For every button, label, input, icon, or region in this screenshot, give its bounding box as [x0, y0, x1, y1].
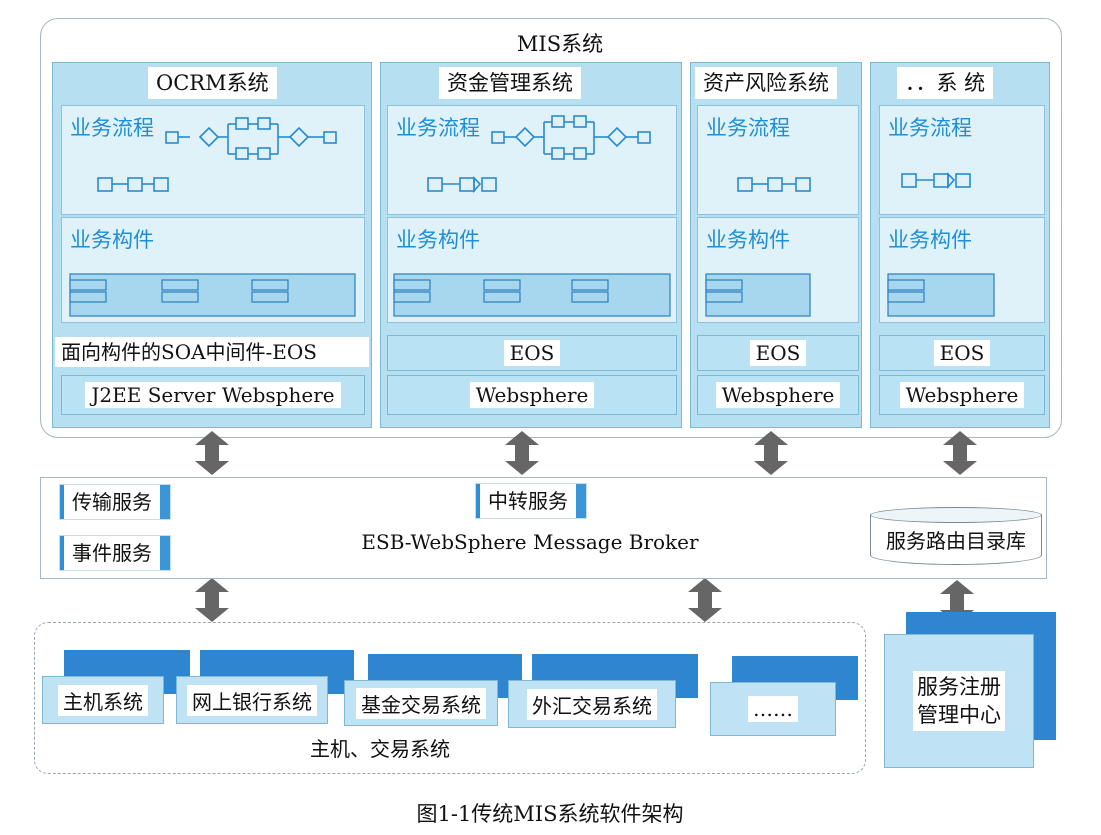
ocrm-component-label: 业务构件: [70, 228, 154, 252]
fund-flow-panel: 业务流程: [387, 105, 677, 215]
other-server-bar: Websphere: [879, 375, 1045, 415]
arrow-other-esb: [943, 431, 977, 475]
host-system-forex-trade: 外汇交易系统: [508, 654, 700, 728]
host-system-label: ……: [748, 696, 798, 722]
asset-flow-panel: 业务流程: [697, 105, 859, 215]
routing-library: 服务路由目录库: [870, 507, 1042, 565]
asset-risk-title: 资产风险系统: [695, 67, 837, 99]
asset-server: Websphere: [715, 382, 841, 408]
fund-component-label: 业务构件: [396, 228, 480, 252]
routing-library-label: 服务路由目录库: [886, 528, 1026, 553]
event-service: 事件服务: [60, 536, 170, 570]
ocrm-title: OCRM系统: [148, 67, 277, 99]
host-system-fund-trade: 基金交易系统: [344, 654, 524, 726]
asset-risk-column: 资产风险系统 业务流程 业务构件 EOS Websphere: [690, 62, 862, 428]
other-middleware-bar: EOS: [879, 335, 1045, 371]
other-flow-label: 业务流程: [888, 116, 972, 140]
fund-server-bar: Websphere: [387, 375, 677, 415]
arrow-asset-esb: [754, 431, 788, 475]
registry-line1: 服务注册: [917, 675, 1001, 699]
fund-middleware-bar: EOS: [387, 335, 677, 371]
host-system-mainframe: 主机系统: [42, 650, 192, 724]
other-system-column: ．．系 统 业务流程 业务构件 EOS Websphere: [870, 62, 1050, 428]
host-systems-label: 主机、交易系统: [310, 737, 450, 761]
fund-management-column: 资金管理系统 业务流程: [380, 62, 682, 428]
fund-management-title: 资金管理系统: [439, 67, 581, 99]
host-systems-container: [34, 622, 866, 774]
figure-caption: 图1-1传统MIS系统软件架构: [416, 802, 684, 826]
ocrm-server: J2EE Server Websphere: [85, 382, 341, 408]
asset-server-bar: Websphere: [697, 375, 859, 415]
process-flow-icon: [97, 117, 337, 192]
asset-component-label: 业务构件: [706, 228, 790, 252]
arrow-ocrm-esb: [195, 431, 229, 475]
ocrm-column: OCRM系统 业务流程: [52, 62, 372, 428]
fund-flow-label: 业务流程: [396, 116, 480, 140]
asset-middleware: EOS: [749, 340, 807, 366]
ocrm-flow-label: 业务流程: [70, 116, 154, 140]
arrow-esb-host-right: [688, 578, 722, 622]
host-system-more: ……: [710, 656, 860, 736]
asset-flow-label: 业务流程: [706, 116, 790, 140]
host-system-label: 基金交易系统: [356, 687, 486, 719]
ocrm-middleware: 面向构件的SOA中间件-EOS: [55, 337, 369, 367]
host-system-label: 主机系统: [58, 684, 148, 716]
fund-component-panel: 业务构件: [387, 217, 677, 323]
host-system-online-bank: 网上银行系统: [176, 650, 356, 724]
process-flow-icon: [737, 177, 811, 192]
transport-service: 传输服务: [60, 485, 170, 519]
host-system-label: 网上银行系统: [187, 684, 317, 716]
fund-middleware: EOS: [503, 340, 561, 366]
other-component-label: 业务构件: [888, 228, 972, 252]
ocrm-flow-panel: 业务流程: [61, 105, 365, 215]
process-flow-icon: [901, 172, 971, 190]
service-registry-center: 服务注册 管理中心: [884, 612, 1056, 768]
arrow-fund-esb: [505, 431, 539, 475]
component-blocks-icon: [393, 273, 671, 317]
arrow-esb-host-left: [195, 578, 229, 622]
esb-label: ESB-WebSphere Message Broker: [361, 530, 699, 554]
other-system-title: ．．系 统: [897, 67, 994, 99]
other-middleware: EOS: [933, 340, 991, 366]
mis-title: MIS系统: [516, 32, 604, 56]
fund-server: Websphere: [469, 382, 595, 408]
host-system-label: 外汇交易系统: [527, 688, 657, 720]
ocrm-component-panel: 业务构件: [61, 217, 365, 323]
ocrm-server-bar: J2EE Server Websphere: [61, 375, 365, 415]
component-blocks-icon: [887, 273, 995, 317]
other-server: Websphere: [899, 382, 1025, 408]
process-flow-icon: [427, 115, 651, 194]
component-blocks-icon: [705, 273, 811, 317]
other-flow-panel: 业务流程: [879, 105, 1045, 215]
registry-line2: 管理中心: [917, 703, 1001, 727]
relay-service: 中转服务: [476, 484, 586, 518]
other-component-panel: 业务构件: [879, 217, 1045, 323]
asset-component-panel: 业务构件: [697, 217, 859, 323]
component-blocks-icon: [69, 273, 356, 317]
asset-middleware-bar: EOS: [697, 335, 859, 371]
